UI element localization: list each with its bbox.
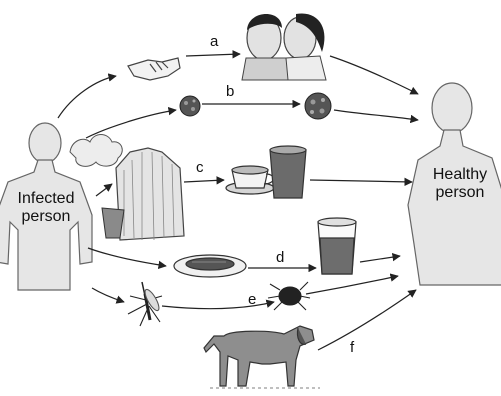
infected-person-label: Infected person xyxy=(8,190,84,225)
arrow-tick-to-healthy xyxy=(305,273,399,295)
arrow-infected-to-shirt xyxy=(95,183,113,197)
tick-icon xyxy=(267,281,311,311)
tea-cup-icon xyxy=(225,165,275,195)
transmission-arrows xyxy=(57,50,419,351)
cough-cloud-icon xyxy=(69,134,123,167)
route-label-e: e xyxy=(248,291,257,308)
arrow-infected-to-handshake xyxy=(57,73,117,119)
virus-particle-left-icon xyxy=(179,95,201,117)
infected-label-line2: person xyxy=(21,207,71,225)
arrow-handshake-to-couple xyxy=(185,50,241,59)
dog-icon xyxy=(203,325,320,389)
route-label-d: d xyxy=(276,249,285,266)
healthy-label-line1: Healthy xyxy=(432,166,488,183)
handkerchief-icon xyxy=(101,207,125,239)
arrow-dog-to-healthy xyxy=(317,289,417,351)
healthy-person-label: Healthy person xyxy=(418,166,501,201)
arrow-cup-to-healthy xyxy=(309,177,413,187)
kissing-couple-icon xyxy=(241,13,327,81)
arrow-couple-to-healthy xyxy=(329,55,419,95)
arrow-infected-to-mosquito xyxy=(91,287,125,304)
infected-label-line1: Infected xyxy=(17,190,75,207)
arrow-virus-to-healthy xyxy=(333,109,419,124)
route-label-c: c xyxy=(196,159,204,176)
water-glass-icon xyxy=(317,217,357,275)
infected-person-figure xyxy=(0,122,93,291)
route-label-f: f xyxy=(350,339,355,356)
arrow-mosquito-to-tick xyxy=(161,299,275,310)
route-label-a: a xyxy=(210,33,219,50)
virus-particle-right-icon xyxy=(304,92,332,120)
healthy-person-figure xyxy=(407,82,501,286)
food-plate-icon xyxy=(173,254,247,278)
glass-drink-icon xyxy=(269,145,307,199)
mosquito-icon xyxy=(127,281,163,327)
shirt-icon xyxy=(115,147,185,241)
handshake-icon xyxy=(127,57,181,81)
arrow-shirt-to-cup xyxy=(183,176,225,185)
arrow-infected-to-virus xyxy=(85,107,177,139)
route-label-b: b xyxy=(226,83,235,100)
healthy-label-line2: person xyxy=(435,183,485,201)
arrow-infected-to-food xyxy=(87,247,167,270)
arrow-water-to-healthy xyxy=(359,252,401,263)
